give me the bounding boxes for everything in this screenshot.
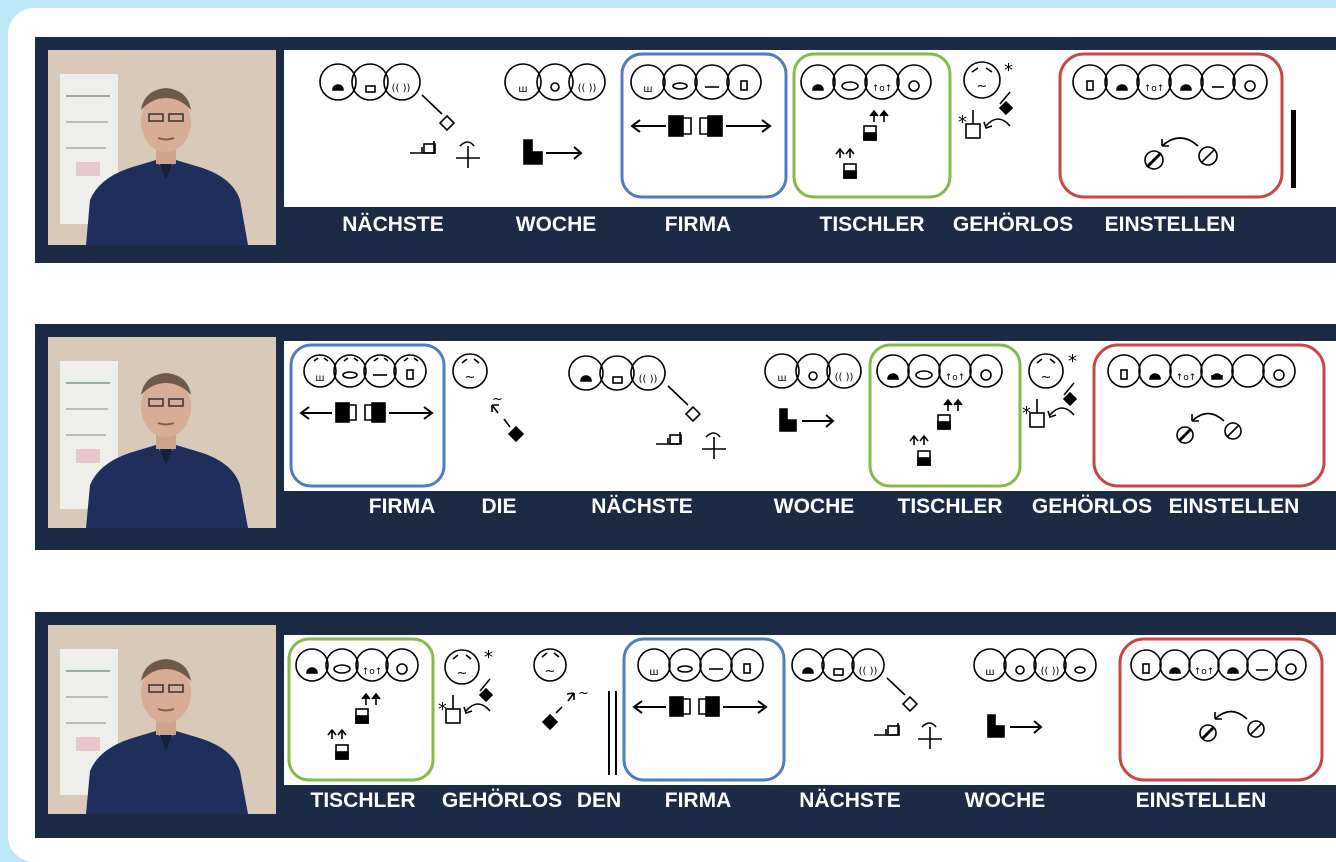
svg-text:↑o↑: ↑o↑ bbox=[945, 373, 966, 383]
gloss-word: WOCHE bbox=[515, 213, 597, 236]
svg-text:↑o↑: ↑o↑ bbox=[1144, 84, 1165, 94]
sign-naechste: (( )) bbox=[568, 355, 726, 459]
blue-box-firma bbox=[289, 343, 446, 488]
svg-text:~: ~ bbox=[578, 686, 589, 701]
green-box-tischler bbox=[792, 52, 952, 199]
signer-video-frame-3 bbox=[48, 625, 276, 814]
gloss-word: WOCHE bbox=[964, 789, 1046, 812]
svg-text:(( )): (( )) bbox=[392, 83, 411, 94]
blue-box-firma bbox=[622, 637, 786, 782]
sign-tischler: ↑o↑ bbox=[800, 64, 932, 179]
gloss-word: TISCHLER bbox=[897, 495, 1003, 518]
sign-strip-1: (( )) ш (( )) bbox=[35, 37, 1336, 263]
gloss-word: GEHÖRLOS bbox=[952, 213, 1074, 236]
blue-box-firma bbox=[620, 52, 788, 199]
red-box-einstellen bbox=[1118, 637, 1324, 782]
sign-tischler: ↑o↑ bbox=[295, 648, 419, 760]
svg-text:(( )): (( )) bbox=[1041, 666, 1060, 677]
notation-panel-2: ш ~ ~ bbox=[284, 341, 1336, 491]
gloss-word: NÄCHSTE bbox=[799, 789, 901, 812]
svg-text:ш: ш bbox=[643, 84, 652, 95]
sign-die: ~ ~ bbox=[452, 353, 525, 443]
signer-photo bbox=[48, 337, 276, 528]
svg-text:*: * bbox=[958, 112, 967, 133]
notation-panel-3: ↑o↑ ~ * * bbox=[284, 635, 1336, 785]
sign-notation-row-3: ↑o↑ ~ * * bbox=[287, 637, 1324, 782]
svg-text:*: * bbox=[484, 647, 493, 668]
svg-text:(( )): (( )) bbox=[835, 372, 854, 383]
gloss-word: NÄCHSTE bbox=[342, 213, 444, 236]
gloss-word: EINSTELLEN bbox=[1104, 213, 1236, 236]
signer-video-frame-1 bbox=[48, 50, 276, 245]
gloss-word: GEHÖRLOS bbox=[1031, 495, 1153, 518]
signer-photo bbox=[48, 625, 276, 814]
gloss-word: NÄCHSTE bbox=[591, 495, 693, 518]
svg-text:~: ~ bbox=[465, 370, 476, 385]
sign-firma: ш bbox=[632, 648, 768, 717]
sign-woche: ш (( )) bbox=[764, 353, 862, 432]
svg-text:~: ~ bbox=[492, 392, 503, 407]
red-box-einstellen bbox=[1092, 343, 1326, 488]
gloss-word: EINSTELLEN bbox=[1168, 495, 1300, 518]
svg-text:↑o↑: ↑o↑ bbox=[362, 667, 383, 677]
gloss-word: TISCHLER bbox=[819, 213, 925, 236]
sign-woche: ш (( )) bbox=[973, 648, 1097, 738]
sign-einstellen: ↑o↑ bbox=[1072, 64, 1268, 170]
notation-panel-1: (( )) ш (( )) bbox=[284, 50, 1336, 207]
sign-firma: ш bbox=[630, 64, 772, 137]
signer-photo bbox=[48, 50, 276, 245]
sign-einstellen: ↑o↑ bbox=[1130, 649, 1307, 742]
svg-text:↑o↑: ↑o↑ bbox=[1176, 373, 1197, 383]
green-box-tischler bbox=[287, 637, 435, 782]
sign-notation-row-1: (( )) ш (( )) bbox=[319, 52, 1296, 199]
gloss-word: TISCHLER bbox=[310, 789, 416, 812]
svg-text:ш: ш bbox=[777, 373, 786, 384]
svg-text:ш: ш bbox=[518, 84, 527, 95]
gloss-word: WOCHE bbox=[773, 495, 855, 518]
gloss-word: FIRMA bbox=[664, 789, 732, 812]
gloss-word: DIE bbox=[481, 495, 517, 518]
gloss-word: FIRMA bbox=[664, 213, 732, 236]
svg-text:ш: ш bbox=[649, 667, 658, 678]
svg-text:*: * bbox=[1068, 351, 1077, 372]
svg-text:↑o↑: ↑o↑ bbox=[872, 84, 893, 94]
svg-text:(( )): (( )) bbox=[578, 83, 597, 94]
sign-tischler: ↑o↑ bbox=[876, 354, 1003, 466]
sign-notation-row-2: ш ~ ~ bbox=[289, 343, 1326, 488]
sign-einstellen: ↑o↑ bbox=[1107, 354, 1296, 444]
red-box-einstellen bbox=[1058, 52, 1284, 199]
sign-naechste: (( )) bbox=[319, 63, 480, 168]
gloss-word: DEN bbox=[576, 789, 622, 812]
svg-text:*: * bbox=[1004, 60, 1013, 81]
svg-text:(( )): (( )) bbox=[639, 374, 658, 385]
gloss-word: GEHÖRLOS bbox=[441, 789, 563, 812]
svg-text:~: ~ bbox=[977, 79, 988, 94]
svg-text:(( )): (( )) bbox=[859, 666, 878, 677]
svg-text:*: * bbox=[1022, 403, 1031, 424]
sign-den: ~ ~ bbox=[533, 648, 617, 775]
svg-text:*: * bbox=[438, 699, 447, 720]
sign-strip-3: ↑o↑ ~ * * bbox=[35, 612, 1336, 838]
gloss-word: FIRMA bbox=[368, 495, 436, 518]
svg-text:ш: ш bbox=[315, 373, 324, 384]
sign-woche: ш (( )) bbox=[504, 63, 606, 165]
sign-gehoerlos: ~ * * bbox=[438, 647, 494, 724]
green-box-tischler bbox=[868, 343, 1022, 488]
sign-strip-2: ш ~ ~ bbox=[35, 324, 1336, 550]
sign-firma: ш bbox=[299, 354, 434, 423]
svg-text:↑o↑: ↑o↑ bbox=[1194, 667, 1215, 677]
svg-text:~: ~ bbox=[1041, 370, 1052, 385]
signer-video-frame-2 bbox=[48, 337, 276, 528]
svg-text:~: ~ bbox=[545, 664, 556, 679]
sign-gehoerlos: ~ * * bbox=[958, 60, 1014, 139]
svg-text:~: ~ bbox=[457, 666, 468, 681]
sign-gehoerlos: ~ * * bbox=[1022, 351, 1078, 428]
svg-text:ш: ш bbox=[985, 667, 994, 678]
sign-naechste: (( )) bbox=[791, 648, 942, 749]
gloss-word: EINSTELLEN bbox=[1135, 789, 1267, 812]
